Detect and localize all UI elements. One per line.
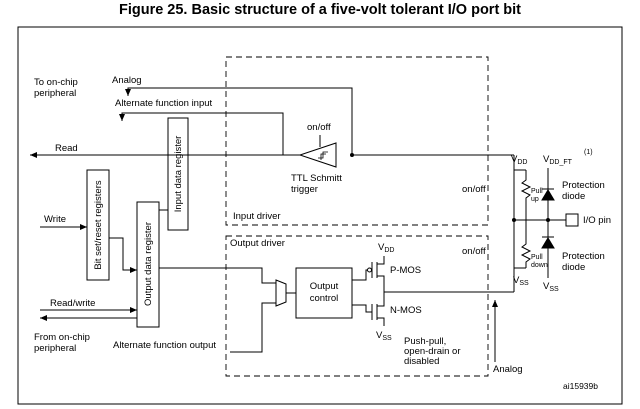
- io-pin-box: [565, 213, 579, 227]
- control-to-nmos-line: [352, 304, 372, 313]
- read-label: Read: [55, 143, 78, 154]
- protection-diode-top: [541, 168, 555, 220]
- vdd-ft-note: (1): [584, 149, 593, 156]
- multiplexer: [275, 279, 287, 307]
- alt-input-line: [119, 112, 284, 155]
- pin-node: [512, 218, 516, 222]
- vdd-output-label: VDD: [378, 242, 394, 254]
- vss-diode-label: VSS: [543, 281, 559, 293]
- bit-set-reset-registers-box: [86, 169, 110, 281]
- outer-frame: [17, 26, 623, 405]
- output-data-register-label: Output data register: [143, 222, 154, 306]
- onoff-pullup-label: on/off: [462, 184, 486, 195]
- schmitt-onoff-label: on/off: [307, 122, 331, 133]
- analog-bottom-label: Analog: [493, 364, 523, 375]
- write-label: Write: [44, 214, 66, 225]
- analog-line: [125, 87, 353, 155]
- vss-pulldown-label: VSS: [513, 275, 529, 287]
- alt-function-output-label: Alternate function output: [113, 340, 216, 351]
- onoff-pulldown-label: on/off: [462, 246, 486, 257]
- vdd-pullup-label: VDD: [511, 154, 527, 166]
- schmitt-hysteresis-icon: [318, 151, 328, 160]
- input-data-register-label: Input data register: [173, 136, 184, 213]
- output-control-box: [295, 267, 353, 319]
- odr-to-mux-line: [159, 267, 276, 284]
- output-data-register-box: [136, 201, 160, 328]
- protection-diode-bottom: [541, 220, 555, 278]
- bit-set-reset-registers-label: Bit set/reset registers: [93, 180, 104, 269]
- io-pin-label: I/O pin: [583, 215, 611, 226]
- pull-up-resistor: [514, 169, 532, 220]
- vdd-ft-label: VDD_FT: [543, 154, 573, 166]
- vss-output-label: VSS: [376, 330, 392, 342]
- n-mos-label: N-MOS: [390, 305, 422, 316]
- n-mos-transistor: [371, 292, 385, 326]
- input-driver-label: Input driver: [233, 211, 281, 222]
- input-data-register-box: [167, 117, 189, 231]
- p-mos-transistor: [367, 256, 385, 292]
- odr-to-idr-line: [158, 209, 168, 229]
- input-driver-box: [225, 56, 489, 226]
- read-write-label: Read/write: [50, 298, 95, 309]
- schmitt-node: [350, 153, 354, 157]
- alt-function-input-label: Alternate function input: [115, 98, 213, 109]
- bsrr-to-odr-line: [109, 237, 137, 273]
- output-driver-label: Output driver: [230, 238, 285, 249]
- output-driver-box: [225, 235, 489, 377]
- figure-reference: ai15939b: [563, 381, 598, 391]
- p-mos-label: P-MOS: [390, 265, 421, 276]
- analog-top-label: Analog: [112, 75, 142, 86]
- schmitt-trigger-buffer: [298, 142, 337, 168]
- pull-down-resistor: [514, 220, 532, 269]
- alt-output-to-mux-line: [230, 302, 276, 353]
- figure-title: Figure 25. Basic structure of a five-vol…: [118, 2, 522, 18]
